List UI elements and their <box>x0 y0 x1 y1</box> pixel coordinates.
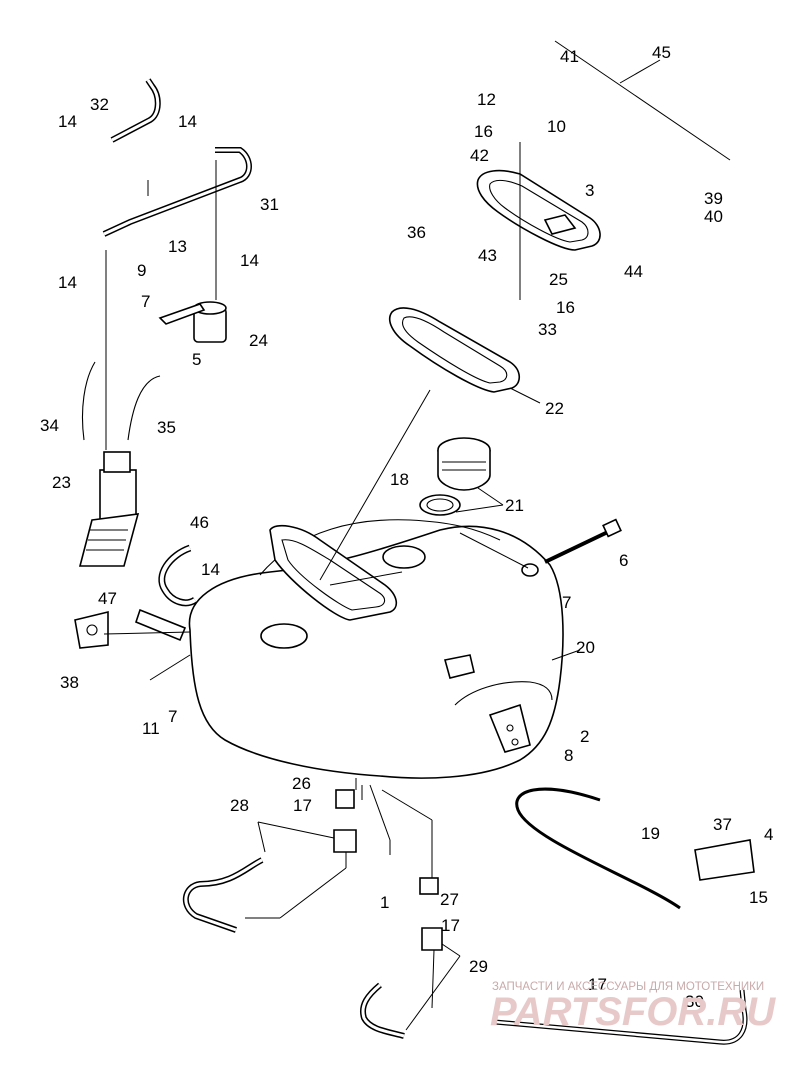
callout-12: 12 <box>477 90 496 109</box>
callout-14b: 14 <box>178 112 197 131</box>
callout-37: 36 <box>407 223 426 242</box>
callout-24: 23 <box>52 473 71 492</box>
callout-40: 39 <box>704 189 723 208</box>
callout-20: 18 <box>390 470 409 489</box>
callout-7a: 7 <box>562 593 571 612</box>
fuel-cap <box>419 437 491 516</box>
pump-wires <box>81 361 161 441</box>
callout-47: 46 <box>190 513 209 532</box>
callout-25: 24 <box>249 331 268 350</box>
callout-17a: 17 <box>293 796 312 815</box>
mounting-plate <box>694 839 755 881</box>
callout-4: 4 <box>764 825 773 844</box>
vent-tubes <box>494 787 748 1045</box>
callout-16a: 16 <box>474 122 493 141</box>
callout-33: 32 <box>90 95 109 114</box>
callout-18: 19 <box>641 824 660 843</box>
callout-13: 13 <box>168 237 187 256</box>
callout-8: 8 <box>564 746 573 765</box>
watermark: ЗАПЧАСТИ И АКСЕССУАРЫ ДЛЯ МОТОТЕХНИКИ PA… <box>490 981 776 1034</box>
callout-11: 11 <box>142 719 160 738</box>
callout-32: 31 <box>260 195 279 214</box>
callout-36: 35 <box>157 418 176 437</box>
callout-10: 10 <box>547 117 566 136</box>
callout-43: 42 <box>470 146 489 165</box>
crossover-hose <box>74 544 197 649</box>
leader-lines <box>103 40 731 1031</box>
fuel-tank <box>188 519 564 779</box>
callout-5: 5 <box>192 350 201 369</box>
watermark-logo: PARTSFOR.RU <box>490 990 776 1034</box>
callout-22: 21 <box>505 496 524 515</box>
fuel-fittings <box>183 789 443 1039</box>
callout-46: 45 <box>652 43 671 62</box>
callout-29: 28 <box>230 796 249 815</box>
callout-48: 47 <box>98 589 117 608</box>
callout-42: 41 <box>560 47 579 66</box>
callout-19: 17 <box>588 975 607 994</box>
callout-14e: 14 <box>201 560 220 579</box>
callout-17b: 17 <box>441 916 460 935</box>
callout-14d: 14 <box>58 273 77 292</box>
vent-hoses <box>102 78 252 450</box>
callout-45: 44 <box>624 262 643 281</box>
callout-41: 40 <box>704 207 723 226</box>
callout-14c: 14 <box>240 251 259 270</box>
callout-7b: 7 <box>168 707 177 726</box>
console-gasket <box>388 307 521 393</box>
callout-labels: 1 2 3 4 5 6 7 7 7 8 9 10 11 12 13 14 14 … <box>40 43 773 1011</box>
callout-30: 29 <box>469 957 488 976</box>
mounting-bolt <box>521 518 622 577</box>
callout-28: 27 <box>440 890 459 909</box>
callout-14a: 14 <box>58 112 77 131</box>
callout-34: 33 <box>538 320 557 339</box>
callout-31: 30 <box>685 992 704 1011</box>
callout-38: 37 <box>713 815 732 834</box>
callout-26: 25 <box>549 270 568 289</box>
instrument-console <box>476 169 601 251</box>
callout-9: 9 <box>137 261 146 280</box>
callout-2: 2 <box>580 727 589 746</box>
callout-7c: 7 <box>141 292 150 311</box>
fuel-filter <box>158 301 227 343</box>
callout-1: 1 <box>380 893 389 912</box>
callout-16b: 16 <box>556 298 575 317</box>
callout-39: 38 <box>60 673 79 692</box>
fuel-pump <box>78 451 140 567</box>
callout-35: 34 <box>40 416 59 435</box>
callout-3: 3 <box>585 181 594 200</box>
watermark-caption: ЗАПЧАСТИ И АКСЕССУАРЫ ДЛЯ МОТОТЕХНИКИ <box>492 981 764 993</box>
callout-27: 26 <box>292 774 311 793</box>
callout-44: 43 <box>478 246 497 265</box>
callout-23: 22 <box>545 399 564 418</box>
callout-21: 20 <box>576 638 595 657</box>
callout-6: 6 <box>619 551 628 570</box>
callout-15: 15 <box>749 888 768 907</box>
